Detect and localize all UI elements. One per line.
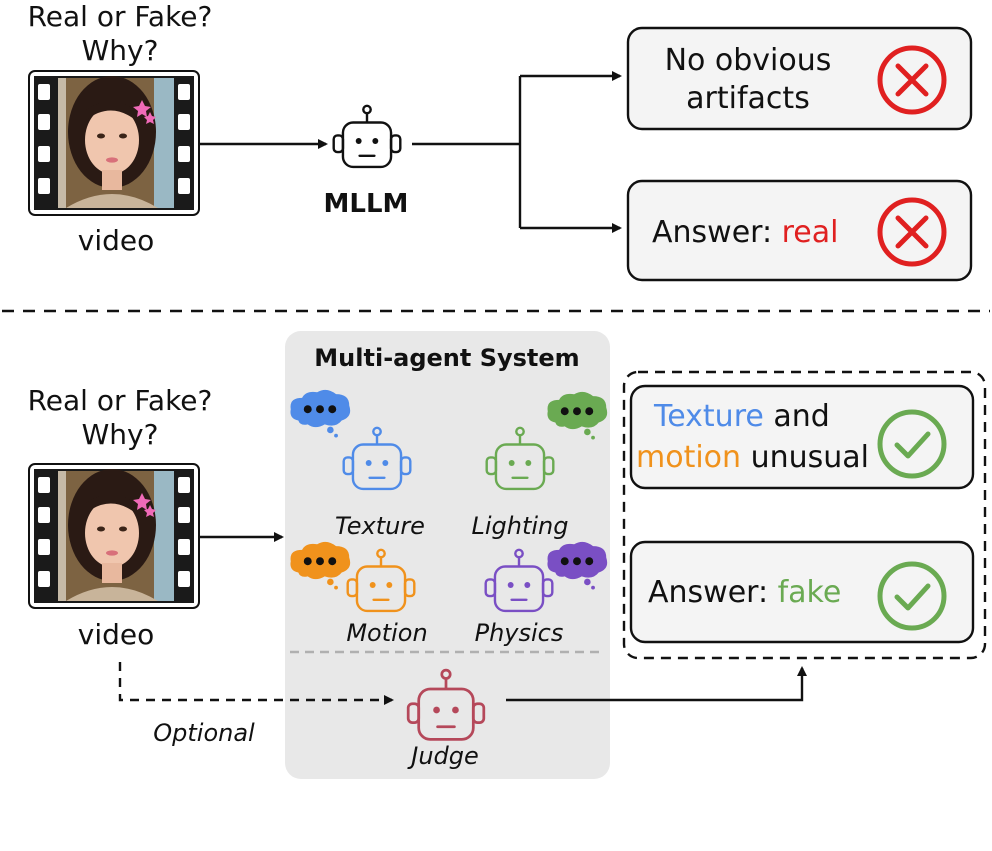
bottom-video-label: video xyxy=(78,618,154,651)
top-branch-lines xyxy=(412,76,522,228)
multi-agent-panel xyxy=(285,331,610,779)
top-output-box-2 xyxy=(626,179,973,282)
bottom-answer-value: fake xyxy=(778,575,842,610)
and-word: and xyxy=(764,399,830,434)
cross-icon xyxy=(877,45,947,115)
cross-icon xyxy=(877,197,947,267)
top-video-thumbnail xyxy=(28,70,200,216)
bottom-video-thumbnail xyxy=(28,463,200,609)
bottom-question-line2: Why? xyxy=(82,418,159,451)
lighting-agent-label: Lighting xyxy=(471,512,568,540)
mllm-label: MLLM xyxy=(324,189,409,219)
judge-agent-label: Judge xyxy=(407,742,479,770)
top-answer-value: real xyxy=(782,215,839,250)
bottom-answer-prefix: Answer: xyxy=(648,575,778,610)
optional-label: Optional xyxy=(153,719,255,747)
bottom-question-line1: Real or Fake? xyxy=(28,384,213,417)
judge-to-output-arrow xyxy=(506,666,807,702)
bottom-output-1-line2: motion unusual xyxy=(636,440,869,475)
bottom-output-2-text: Answer: fake xyxy=(648,575,841,610)
top-output-1-line2: artifacts xyxy=(686,81,810,116)
multi-agent-title: Multi-agent System xyxy=(314,344,579,372)
motion-agent-label: Motion xyxy=(346,619,427,647)
physics-agent-label: Physics xyxy=(475,619,564,647)
top-output-box-1 xyxy=(626,26,973,131)
unusual-word: unusual xyxy=(741,440,869,475)
top-video-label: video xyxy=(78,224,154,257)
top-question-line2: Why? xyxy=(82,34,159,67)
bottom-outputs-container xyxy=(622,370,987,660)
optional-dashed-arrow xyxy=(118,662,394,705)
motion-word: motion xyxy=(636,440,741,475)
texture-word: Texture xyxy=(653,399,764,434)
texture-agent-label: Texture xyxy=(335,512,425,540)
top-output-2-text: Answer: real xyxy=(652,215,838,250)
mllm-robot-icon xyxy=(332,104,402,169)
top-question-line1: Real or Fake? xyxy=(28,0,213,33)
check-icon xyxy=(877,561,947,631)
check-icon xyxy=(877,409,947,479)
top-answer-prefix: Answer: xyxy=(652,215,782,250)
top-output-1-line1: No obvious xyxy=(665,43,832,78)
bottom-output-1-line1: Texture and xyxy=(653,399,830,434)
